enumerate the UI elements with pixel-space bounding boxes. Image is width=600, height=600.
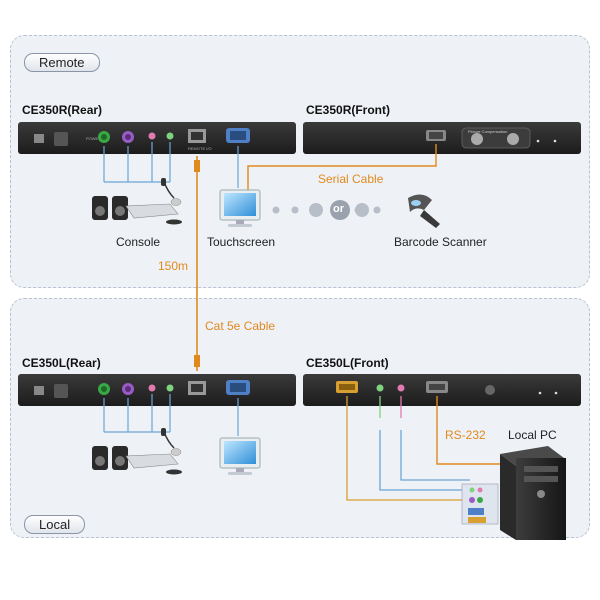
serial-cable-line (247, 144, 437, 190)
svg-text:Picture Compensation: Picture Compensation (468, 129, 507, 134)
rj45-plug-bottom (194, 355, 200, 367)
ce350r-front-device: Picture Compensation (303, 122, 581, 154)
rj45-plug-top (194, 160, 200, 172)
or-dots (272, 200, 381, 220)
ce350r-rear-device: POWER REMOTE I/O (18, 122, 296, 154)
svg-text:POWER: POWER (86, 136, 101, 141)
rs232-line (436, 396, 510, 465)
ce350l-rear-title: CE350L(Rear) (22, 356, 101, 370)
ce350r-rear-title: CE350R(Rear) (22, 103, 103, 117)
remote-label: Remote (24, 53, 100, 72)
ce350l-front-device (303, 374, 581, 406)
pc-ports-panel (461, 483, 499, 525)
barcode-scanner-label: Barcode Scanner (394, 235, 487, 249)
barcode-scanner-icon (408, 194, 440, 228)
console-cables-remote (103, 142, 171, 183)
console-icon-remote (92, 178, 182, 225)
serial-cable-label: Serial Cable (318, 172, 384, 186)
local-pc-label: Local PC (508, 428, 557, 442)
touchscreen-icon (219, 189, 261, 227)
svg-text:REMOTE I/O: REMOTE I/O (188, 146, 212, 151)
monitor-icon-local (219, 437, 261, 475)
or-label: or (333, 203, 344, 215)
console-cables-local (103, 394, 171, 433)
console-icon-local (92, 428, 182, 475)
rs232-label: RS-232 (445, 428, 486, 442)
touchscreen-label: Touchscreen (207, 235, 276, 249)
console-label: Console (116, 235, 161, 249)
ce350l-front-title: CE350L(Front) (306, 356, 389, 370)
local-pc-icon (500, 446, 566, 540)
remote-panel (10, 35, 590, 288)
ce350r-front-title: CE350R(Front) (306, 103, 391, 117)
cat5e-cable-label: Cat 5e Cable (205, 319, 276, 333)
local-label: Local (24, 515, 86, 534)
distance-label: 150m (158, 259, 189, 273)
ce350l-rear-device (18, 374, 296, 406)
